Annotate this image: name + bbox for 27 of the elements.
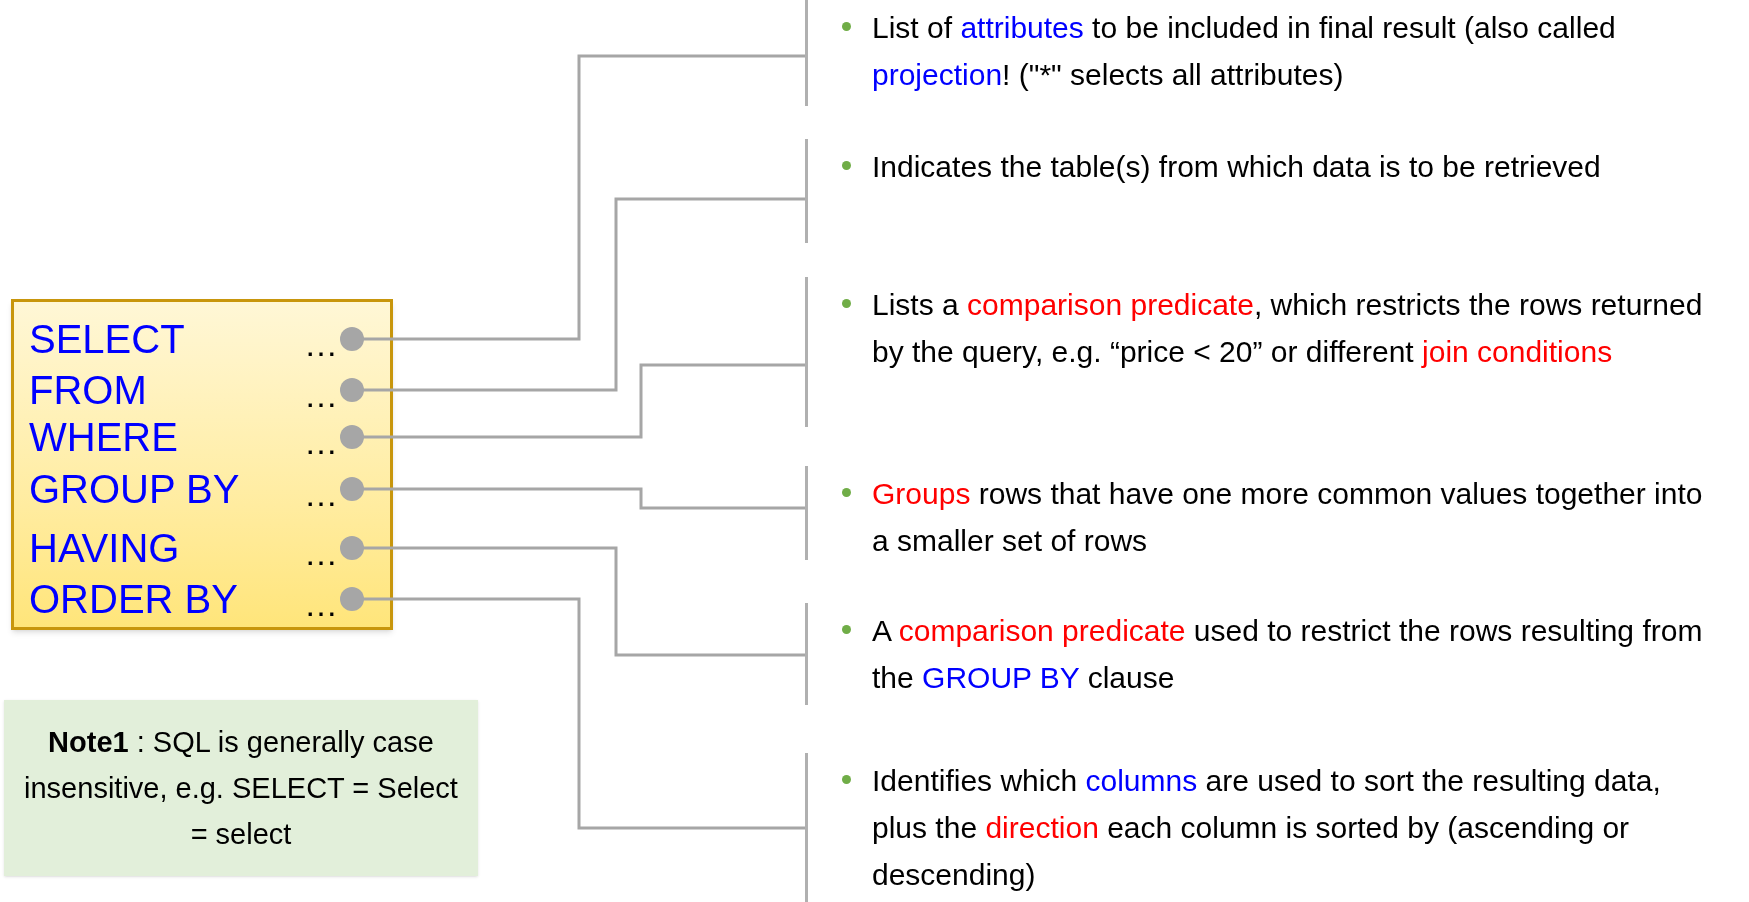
connector-line bbox=[340, 477, 805, 510]
note-text: Note1 : SQL is generally case insensitive, e.g. SELECT = Select = select bbox=[23, 725, 459, 852]
sql-keyword: WHERE bbox=[29, 414, 178, 461]
sql-keyword: ORDER BY bbox=[29, 576, 238, 623]
ellipsis: … bbox=[304, 327, 338, 361]
description-text: Groups rows that have one more common values together into a smaller set of rows bbox=[872, 476, 1704, 559]
clause-box bbox=[11, 299, 393, 630]
sql-keyword: SELECT bbox=[29, 316, 185, 363]
connector-line bbox=[340, 54, 805, 351]
sql-keyword: FROM bbox=[29, 367, 147, 414]
ellipsis: … bbox=[304, 378, 338, 412]
connector-line bbox=[340, 587, 805, 830]
description-text: Identifies which columns are used to sort the resulting data, plus the direction each column is sorted by (ascending or descending) bbox=[872, 763, 1662, 893]
description-text: Lists a comparison predicate, which restricts the rows returned by the query, e.g. “price < 20” or different join conditions bbox=[872, 287, 1704, 370]
connector-line bbox=[340, 363, 805, 449]
ellipsis: … bbox=[304, 477, 338, 511]
description-text: Indicates the table(s) from which data is to be retrieved bbox=[872, 149, 1602, 185]
note-box bbox=[4, 700, 478, 876]
description-text: List of attributes to be included in final result (also called projection! ("*" selects all attributes) bbox=[872, 10, 1617, 93]
sql-keyword: HAVING bbox=[29, 525, 180, 572]
sql-keyword: GROUP BY bbox=[29, 466, 240, 513]
ellipsis: … bbox=[304, 425, 338, 459]
connector-line bbox=[340, 197, 805, 402]
connector-line bbox=[340, 536, 805, 657]
ellipsis: … bbox=[304, 536, 338, 570]
description-text: A comparison predicate used to restrict the rows resulting from the GROUP BY clause bbox=[872, 613, 1704, 696]
ellipsis: … bbox=[304, 587, 338, 621]
